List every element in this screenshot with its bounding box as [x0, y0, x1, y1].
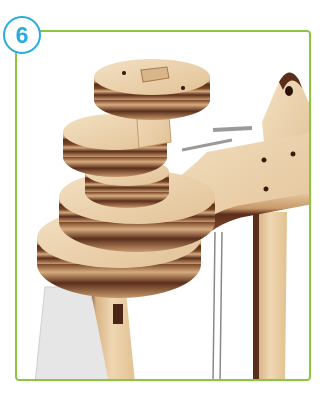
drive-string-left — [213, 232, 215, 381]
metal-rod-upper — [213, 128, 252, 130]
assembly-illustration — [17, 32, 311, 381]
illustration-frame — [15, 30, 311, 381]
upright-hole — [285, 86, 293, 96]
drive-string-right — [220, 232, 222, 381]
step-number: 6 — [16, 22, 29, 49]
step-number-badge: 6 — [3, 16, 41, 54]
metal-rod-lower — [182, 140, 232, 150]
disc-top — [94, 59, 210, 120]
leg-slot — [113, 304, 123, 324]
